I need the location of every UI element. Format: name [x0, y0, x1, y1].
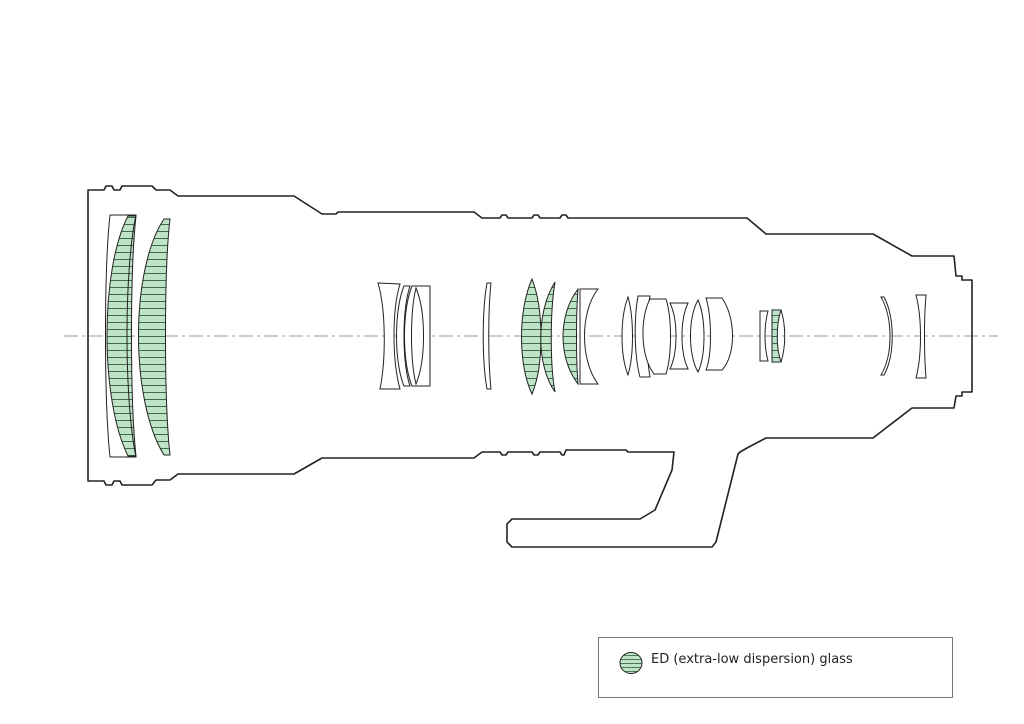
ed-glass-element-icon	[619, 652, 643, 674]
ed-element-2	[138, 218, 171, 456]
lens-element-g5c	[642, 298, 671, 375]
lens-element-g7	[880, 296, 893, 376]
lens-element-g6a	[759, 310, 769, 362]
ed-glass-elements	[106, 215, 782, 457]
lens-element-g5d	[669, 302, 689, 370]
lens-element-g2d	[411, 286, 424, 386]
lens-element-g2a	[377, 282, 401, 390]
ed-element-1	[106, 215, 137, 457]
lens-element-front-protective	[105, 214, 137, 458]
ed-element-3	[521, 277, 542, 396]
lens-element-g2b	[396, 285, 411, 387]
lens-element-g8	[915, 294, 927, 379]
standard-glass-elements	[105, 214, 927, 458]
lens-element-g5f	[705, 297, 733, 371]
legend-label: ED (extra-low dispersion) glass	[651, 652, 853, 667]
lens-element-g5e	[690, 298, 705, 374]
ed-element-4	[540, 281, 556, 393]
lens-element-g6b	[771, 309, 786, 363]
lens-element-g3	[482, 282, 492, 390]
legend: ED (extra-low dispersion) glass	[598, 637, 953, 698]
ed-element-6	[771, 309, 782, 363]
ed-element-5	[562, 287, 579, 386]
lens-element-g5a	[621, 295, 633, 377]
lens-barrel-outline	[87, 185, 973, 548]
lens-element-g4	[579, 288, 600, 385]
